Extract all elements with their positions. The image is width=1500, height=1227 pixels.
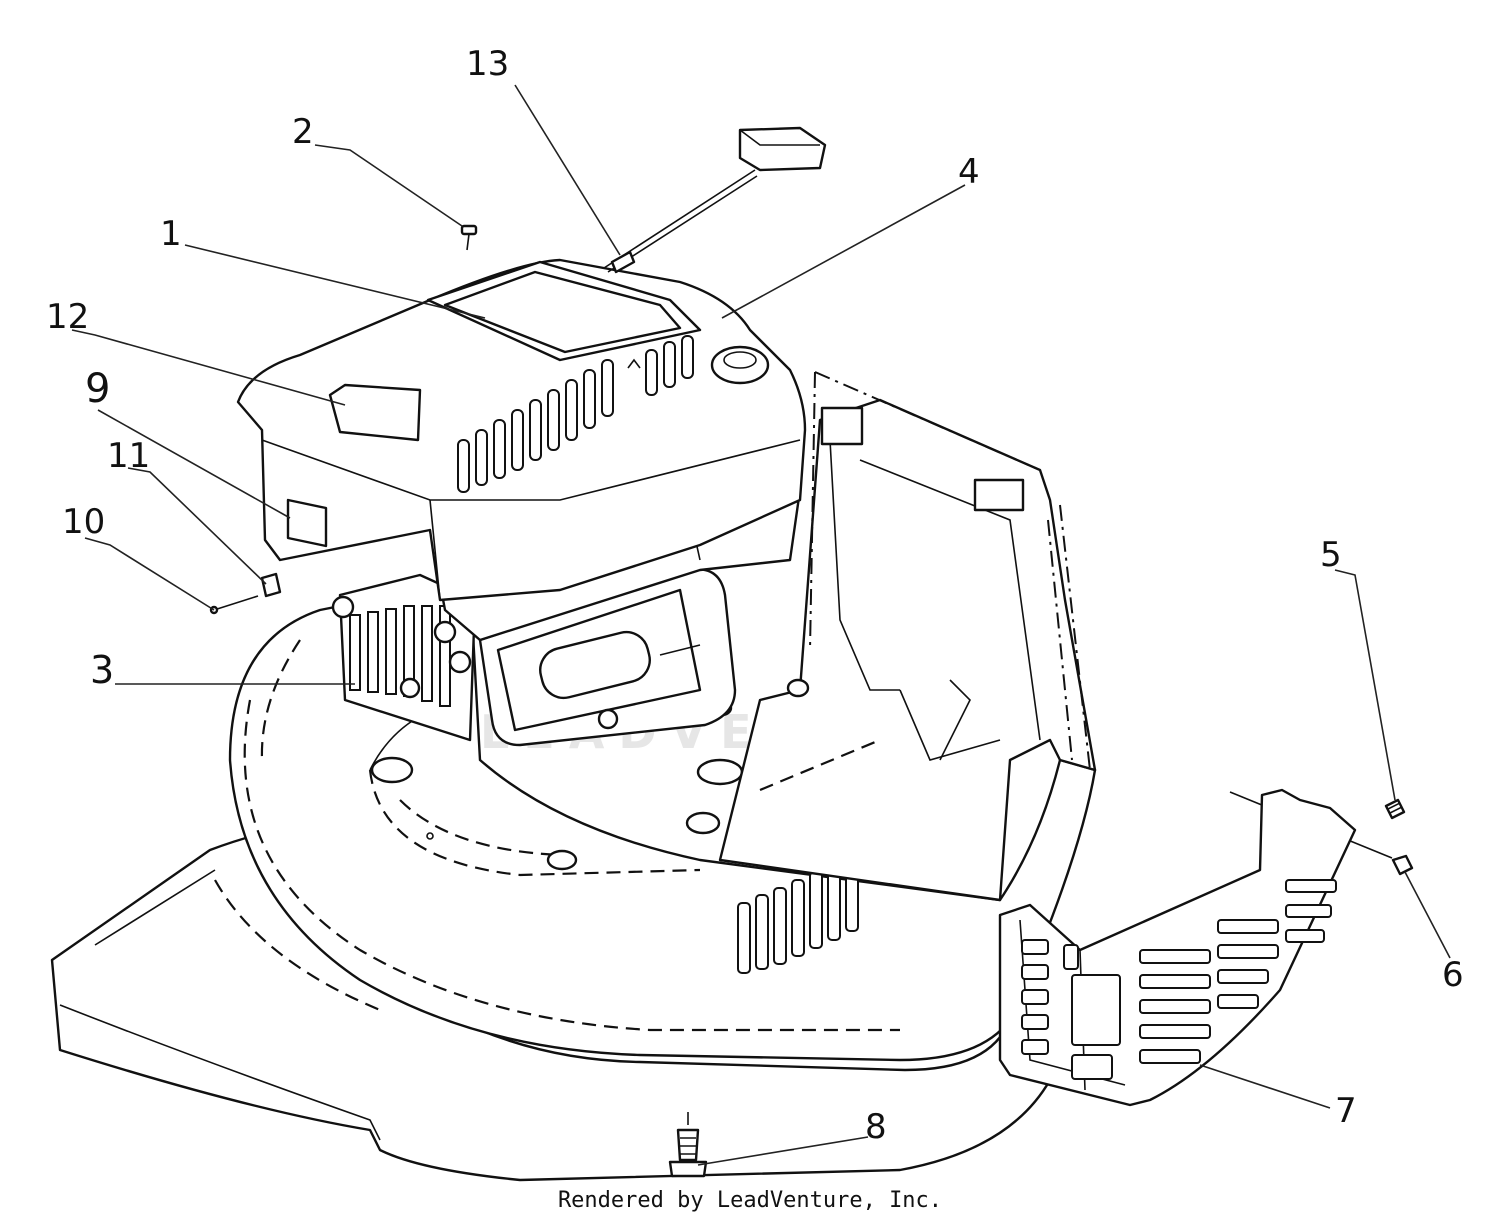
leader-1 <box>184 244 486 319</box>
label-plate-9 <box>286 498 328 548</box>
callout-13: 13 <box>466 44 509 84</box>
callout-11: 11 <box>107 436 150 476</box>
leader-8 <box>697 1136 869 1166</box>
guard-grille-slots <box>1021 879 1337 1080</box>
callout-4: 4 <box>958 152 980 192</box>
leader-11 <box>127 467 267 585</box>
callout-12: 12 <box>46 297 89 337</box>
leader-9 <box>97 409 291 519</box>
starter-rope-handle <box>603 126 827 274</box>
rear-guard-7 <box>998 788 1357 1107</box>
callout-1: 1 <box>160 214 182 254</box>
spring-5 <box>1384 798 1406 820</box>
leader-10 <box>84 537 215 611</box>
cylinder-fins <box>349 605 451 707</box>
label-plate-12 <box>328 383 422 442</box>
screw-2 <box>460 224 478 251</box>
leader-2 <box>314 144 463 227</box>
leader-12 <box>71 329 346 406</box>
callout-9: 9 <box>85 366 110 412</box>
clip-11 <box>260 572 282 598</box>
callout-8: 8 <box>865 1107 887 1147</box>
shroud-vent-slots <box>457 335 694 493</box>
leader-13 <box>514 84 621 256</box>
callout-5: 5 <box>1320 535 1342 575</box>
leader-6 <box>1404 871 1451 959</box>
bolt-8 <box>668 1112 708 1178</box>
callout-6: 6 <box>1442 955 1464 995</box>
leader-7 <box>1199 1064 1331 1109</box>
leader-lines <box>71 84 1451 1166</box>
callout-numbers: 13 2 4 1 12 9 11 10 3 5 6 7 8 <box>46 44 1464 1147</box>
screw-10 <box>209 595 259 615</box>
callout-7: 7 <box>1335 1091 1357 1131</box>
callout-2: 2 <box>292 112 314 152</box>
callout-10: 10 <box>62 502 105 542</box>
leader-5 <box>1334 569 1396 801</box>
engine-shroud <box>236 258 807 602</box>
leader-4 <box>721 184 966 319</box>
render-credit: Rendered by LeadVenture, Inc. <box>557 1188 943 1213</box>
callout-3: 3 <box>90 648 114 692</box>
